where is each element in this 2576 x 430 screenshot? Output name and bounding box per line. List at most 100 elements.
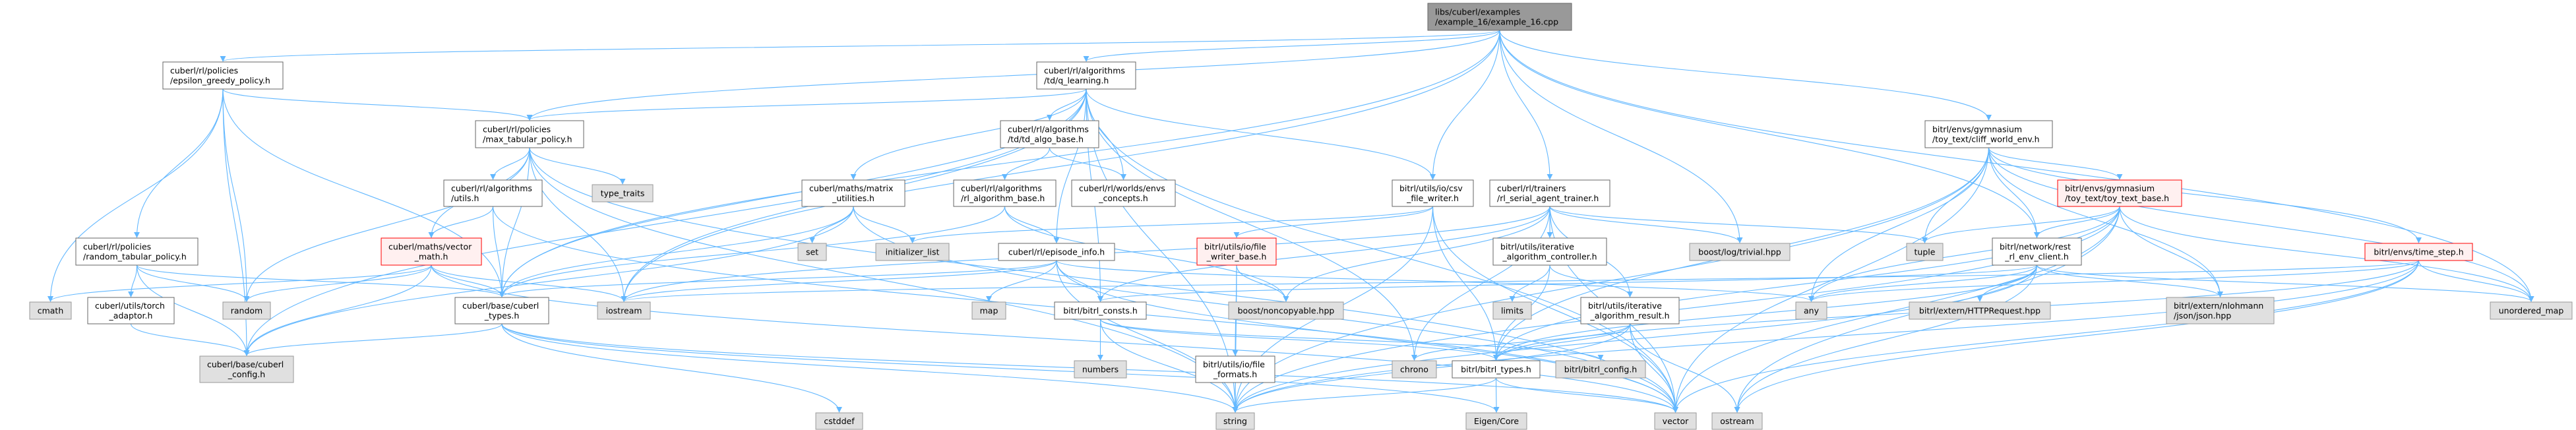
edge-vector_math-to-random — [243, 264, 432, 302]
node-json[interactable]: bitrl/extern/nlohmann/json/json.hpp — [2166, 297, 2275, 324]
node-max-tabular[interactable]: cuberl/rl/policies/max_tabular_policy.h — [475, 120, 584, 148]
node-label: cuberl/rl/algorithms — [1044, 66, 1125, 76]
node-random-tabular[interactable]: cuberl/rl/policies/random_tabular_policy… — [75, 237, 199, 266]
node-fw-base[interactable]: bitrl/utils/io/file_writer_base.h — [1196, 237, 1277, 266]
edge-rest-to-bitrl_consts — [1097, 264, 2038, 302]
edge-time_step-to-unordered_map — [2418, 260, 2534, 302]
node-label: _concepts.h — [1098, 193, 1148, 203]
node-label: iostream — [606, 306, 642, 316]
edge-max_tabular-to-random — [243, 147, 530, 302]
node-label: cuberl/rl/episode_info.h — [1008, 247, 1105, 257]
node-http[interactable]: bitrl/extern/HTTPRequest.hpp — [1909, 301, 2051, 320]
node-label: bitrl/utils/io/file — [1203, 359, 1265, 369]
node-cuberl-types[interactable]: cuberl/base/cuberl_types.h — [454, 297, 549, 324]
node-time-step[interactable]: bitrl/envs/time_step.h — [2364, 243, 2473, 261]
node-box — [2057, 179, 2182, 207]
edge-bitrl_types-to-vector — [1495, 377, 1678, 413]
node-file-formats[interactable]: bitrl/utils/io/file_formats.h — [1195, 355, 1275, 383]
node-label: bitrl/utils/iterative — [1588, 301, 1662, 311]
edge-max_tabular-to-type_traits — [529, 147, 626, 185]
node-rl-alg-base[interactable]: cuberl/rl/algorithms/rl_algorithm_base.h — [953, 179, 1057, 207]
edge-toy_base-to-bitrl_types — [1493, 206, 2120, 361]
node-box — [797, 243, 827, 261]
edge-time_step-to-string — [1232, 260, 2420, 413]
node-set[interactable]: set — [797, 243, 827, 261]
node-bitrl-types[interactable]: bitrl/bitrl_types.h — [1452, 360, 1541, 379]
node-toy-base[interactable]: bitrl/envs/gymnasium/toy_text/toy_text_b… — [2057, 179, 2182, 207]
node-label: cuberl/rl/policies — [483, 125, 551, 135]
edge-root-to-epsilon — [220, 30, 1500, 62]
edge-iter_result-to-vector — [1629, 323, 1678, 413]
node-root[interactable]: libs/cuberl/examples/example_16/example_… — [1427, 3, 1572, 31]
node-init-list[interactable]: initializer_list — [875, 243, 950, 261]
node-torch[interactable]: cuberl/utils/torch_adaptor.h — [87, 297, 175, 324]
edge-root-to-rest — [1499, 30, 2040, 238]
node-td-algo[interactable]: cuberl/rl/algorithms/td/td_algo_base.h — [1000, 120, 1099, 148]
edge-episode_info-to-iostream — [621, 260, 1057, 302]
edge-random_tabular-to-cuberl_config — [136, 264, 250, 356]
node-vector-math[interactable]: cuberl/maths/vector_math.h — [381, 237, 482, 266]
node-bitrl-consts[interactable]: bitrl/bitrl_consts.h — [1054, 301, 1147, 320]
node-any[interactable]: any — [1795, 301, 1827, 320]
edge-cliff-to-unordered_map — [1988, 147, 2534, 302]
edge-bitrl_types-to-string — [1232, 377, 1497, 413]
node-iter-result[interactable]: bitrl/utils/iterative_algorithm_result.h — [1580, 297, 1680, 324]
node-vector[interactable]: vector — [1654, 412, 1697, 430]
node-iter-ctrl[interactable]: bitrl/utils/iterative_algorithm_controll… — [1492, 237, 1607, 266]
edge-toy_base-to-unordered_map — [2119, 206, 2534, 302]
node-matrix[interactable]: cuberl/maths/matrix_utilities.h — [801, 179, 905, 207]
edge-iter_result-to-chrono — [1411, 323, 1631, 361]
node-label: cuberl/maths/matrix — [809, 183, 893, 193]
node-epsilon[interactable]: cuberl/rl/policies/epsilon_greedy_policy… — [162, 61, 284, 90]
node-label: _algorithm_controller.h — [1502, 252, 1597, 262]
node-eigen[interactable]: Eigen/Core — [1465, 412, 1527, 430]
node-cliff[interactable]: bitrl/envs/gymnasium/toy_text/cliff_worl… — [1924, 120, 2053, 148]
node-box — [1074, 360, 1127, 379]
node-csv[interactable]: bitrl/utils/io/csv_file_writer.h — [1392, 179, 1474, 207]
node-label: /json/json.hpp — [2174, 311, 2231, 321]
node-label: bitrl/utils/iterative — [1500, 242, 1574, 252]
edge-vector_math-to-vector — [431, 264, 1678, 413]
node-iostream[interactable]: iostream — [597, 301, 651, 320]
edge-episode_info-to-vector — [1056, 260, 1678, 413]
node-label: /utils.h — [451, 193, 479, 203]
edge-root-to-trainer — [1499, 30, 1553, 180]
edge-q_learning-to-csv — [1086, 88, 1436, 180]
node-trainer[interactable]: cuberl/rl/trainers/rl_serial_agent_train… — [1489, 179, 1610, 207]
node-map[interactable]: map — [971, 301, 1006, 320]
node-episode-info[interactable]: cuberl/rl/episode_info.h — [998, 243, 1115, 261]
edge-trainer-to-boost_log — [1549, 206, 1743, 243]
edge-rest-to-string — [1232, 264, 2038, 413]
node-label: bitrl/envs/gymnasium — [1932, 125, 2022, 135]
node-chrono[interactable]: chrono — [1392, 360, 1437, 379]
node-noncopyable[interactable]: boost/noncopyable.hpp — [1228, 301, 1344, 320]
node-type-traits[interactable]: type_traits — [592, 184, 654, 202]
node-label: string — [1223, 416, 1247, 426]
node-q-learning[interactable]: cuberl/rl/algorithms/td/q_learning.h — [1036, 61, 1136, 90]
node-label: bitrl/envs/gymnasium — [2065, 183, 2155, 193]
node-alg-utils[interactable]: cuberl/rl/algorithms/utils.h — [443, 179, 543, 207]
node-box — [815, 412, 863, 430]
node-numbers[interactable]: numbers — [1074, 360, 1127, 379]
node-box — [1489, 179, 1610, 207]
edge-iter_ctrl-to-limits — [1509, 264, 1550, 302]
node-envs-concepts[interactable]: cuberl/rl/worlds/envs_concepts.h — [1071, 179, 1176, 207]
node-tuple[interactable]: tuple — [1906, 243, 1944, 261]
node-label: cuberl/rl/algorithms — [1008, 125, 1089, 135]
node-box — [1492, 237, 1607, 266]
node-cmath[interactable]: cmath — [29, 301, 72, 320]
node-box — [1795, 301, 1827, 320]
node-label: boost/log/trivial.hpp — [1698, 247, 1781, 257]
node-label: cuberl/base/cuberl — [462, 301, 539, 311]
node-limits[interactable]: limits — [1492, 301, 1532, 320]
node-cuberl-config[interactable]: cuberl/base/cuberl_config.h — [199, 355, 294, 383]
node-ostream[interactable]: ostream — [1711, 412, 1763, 430]
node-random[interactable]: random — [222, 301, 271, 320]
node-boost-log[interactable]: boost/log/trivial.hpp — [1689, 243, 1791, 261]
node-rest[interactable]: bitrl/network/rest_rl_env_client.h — [1992, 237, 2082, 266]
edge-q_learning-to-matrix — [850, 88, 1087, 180]
node-cstddef[interactable]: cstddef — [815, 412, 863, 430]
node-string[interactable]: string — [1215, 412, 1255, 430]
node-bitrl-config[interactable]: bitrl/bitrl_config.h — [1555, 360, 1646, 379]
node-unordered-map[interactable]: unordered_map — [2490, 301, 2573, 320]
